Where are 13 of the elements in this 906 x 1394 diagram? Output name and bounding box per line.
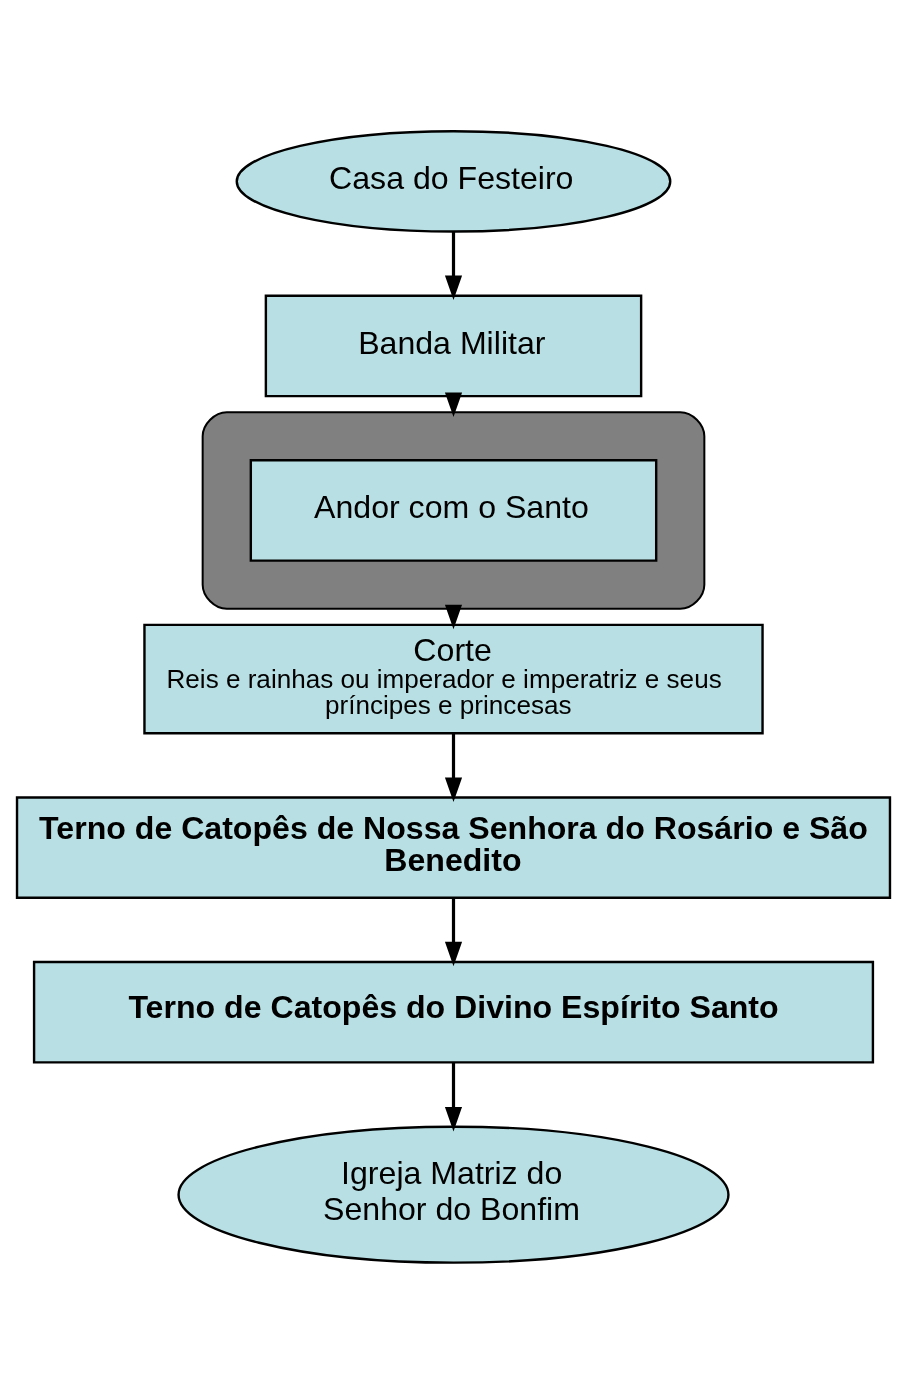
node-ellipse: Igreja Matriz do Senhor do Bonfim xyxy=(176,1125,730,1264)
node-box: Terno de Catopês do Divino Espírito Santo xyxy=(32,960,874,1064)
node-box: Terno de Catopês de Nossa Senhora do Rosário e São Benedito xyxy=(15,796,891,899)
node-box: Corte Reis e rainhas ou imperador e imperatriz e seus príncipes e princesas xyxy=(142,623,764,735)
cluster xyxy=(201,411,705,610)
node-box: Andor com o Santo xyxy=(249,459,657,562)
arrow xyxy=(444,734,462,803)
node-ellipse: Casa do Festeiro xyxy=(235,130,671,233)
arrow xyxy=(444,231,462,301)
arrow xyxy=(444,392,462,417)
arrow xyxy=(444,604,462,630)
arrow xyxy=(444,897,462,967)
arrow xyxy=(444,1062,462,1132)
